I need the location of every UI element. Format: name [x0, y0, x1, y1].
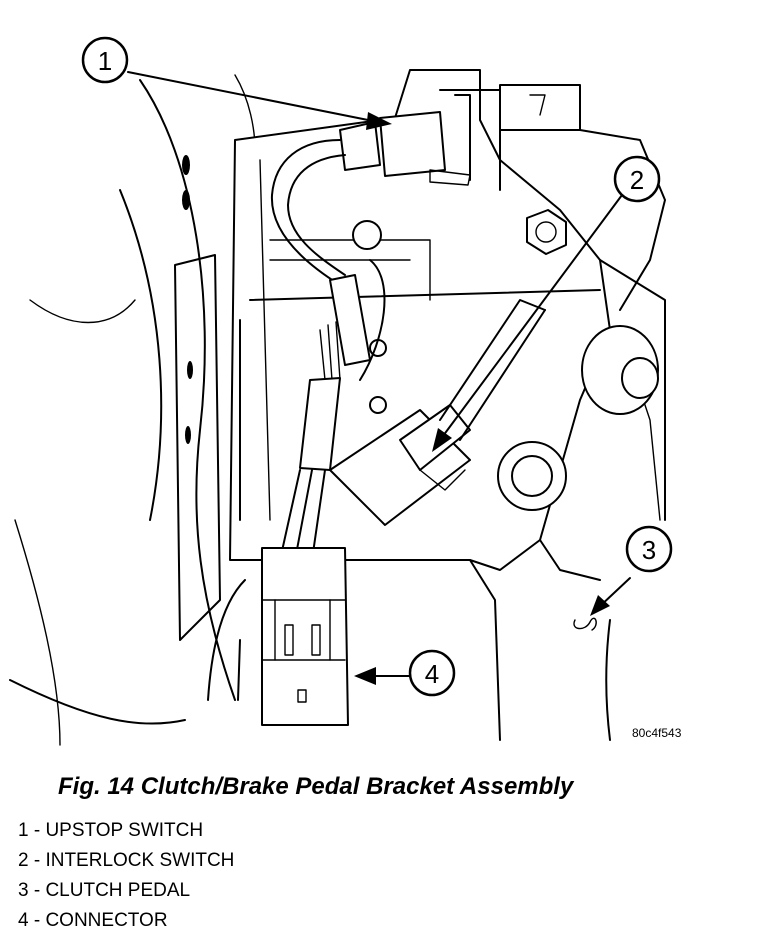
upstop-switch [270, 111, 471, 286]
callout-4: 4 [408, 649, 456, 697]
clutch-pedal-arm [469, 539, 611, 741]
body-panel [9, 74, 256, 746]
leader-lines [127, 71, 631, 685]
figure-caption: Fig. 14 Clutch/Brake Pedal Bracket Assem… [58, 773, 574, 800]
wiring-harness [279, 259, 386, 561]
legend-item-upstop-switch: 1 - UPSTOP SWITCH [18, 820, 204, 841]
figure-code: 80c4f543 [632, 726, 682, 740]
interlock-switch [329, 299, 546, 526]
callout-1: 1 [81, 36, 129, 84]
legend-item-interlock-switch: 2 - INTERLOCK SWITCH [18, 850, 235, 871]
svg-text:3: 3 [642, 535, 656, 565]
connector [207, 547, 349, 726]
svg-text:1: 1 [98, 46, 112, 76]
bracket-assembly-illustration: 1 2 3 4 80c4f543 [9, 36, 682, 746]
legend-item-connector: 4 - CONNECTOR [18, 910, 168, 931]
callout-2: 2 [613, 155, 661, 203]
svg-text:2: 2 [630, 165, 644, 195]
callout-3: 3 [625, 525, 673, 573]
svg-text:4: 4 [425, 659, 439, 689]
legend-item-clutch-pedal: 3 - CLUTCH PEDAL [18, 880, 191, 901]
legend: 1 - UPSTOP SWITCH 2 - INTERLOCK SWITCH 3… [18, 816, 234, 936]
